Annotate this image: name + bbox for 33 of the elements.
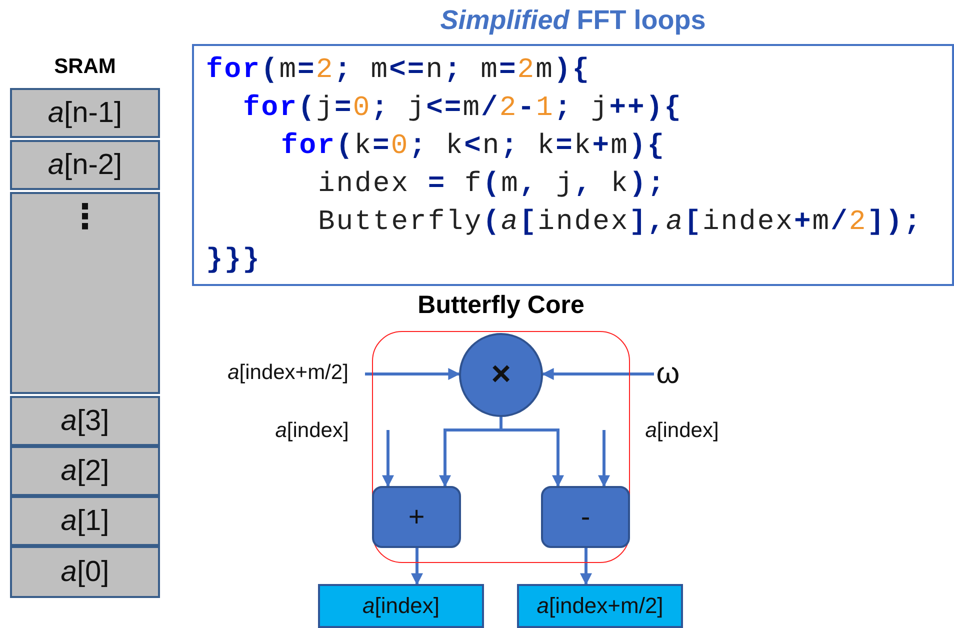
memory-cell: ⋮	[10, 192, 160, 394]
code-line: for(k=0; k<n; k=k+m){	[281, 130, 667, 164]
code-line: index = f(m, j, k);	[318, 168, 667, 202]
core-heading: Butterfly Core	[416, 290, 586, 320]
operator-box: +	[372, 486, 461, 548]
arrow	[411, 548, 423, 586]
code-box	[192, 44, 954, 286]
memory-cell: a[0]	[10, 546, 160, 598]
code-line: for(j=0; j<=m/2-1; j++){	[243, 92, 684, 126]
memory-cell: a[n-1]	[10, 88, 160, 138]
code-line: Butterfly(a[index],a[index+m/2]);	[318, 206, 924, 240]
operator-box: -	[541, 486, 630, 548]
input-label: a[index]	[636, 416, 728, 446]
arrow	[365, 368, 460, 380]
output-box: a[index+m/2]	[517, 584, 683, 628]
input-label: a[index]	[266, 416, 358, 446]
memory-cell: a[2]	[10, 446, 160, 496]
arrow	[500, 417, 564, 488]
code-line: for(m=2; m<=n; m=2m){	[206, 54, 592, 88]
diagram-title: Simplified FFT loops	[439, 4, 707, 36]
arrow	[580, 548, 592, 586]
output-box: a[index]	[318, 584, 484, 628]
arrow	[382, 430, 394, 488]
multiplier-circle: ×	[459, 333, 543, 417]
memory-cell: a[1]	[10, 496, 160, 546]
input-label: ω	[656, 358, 680, 388]
code-line: }}}	[206, 244, 262, 278]
memory-cell: a[n-2]	[10, 140, 160, 190]
memory-heading: SRAM	[53, 54, 117, 80]
arrow	[542, 368, 654, 380]
input-label: a[index+m/2]	[211, 358, 365, 388]
arrow	[598, 430, 610, 488]
memory-cell: a[3]	[10, 396, 160, 446]
